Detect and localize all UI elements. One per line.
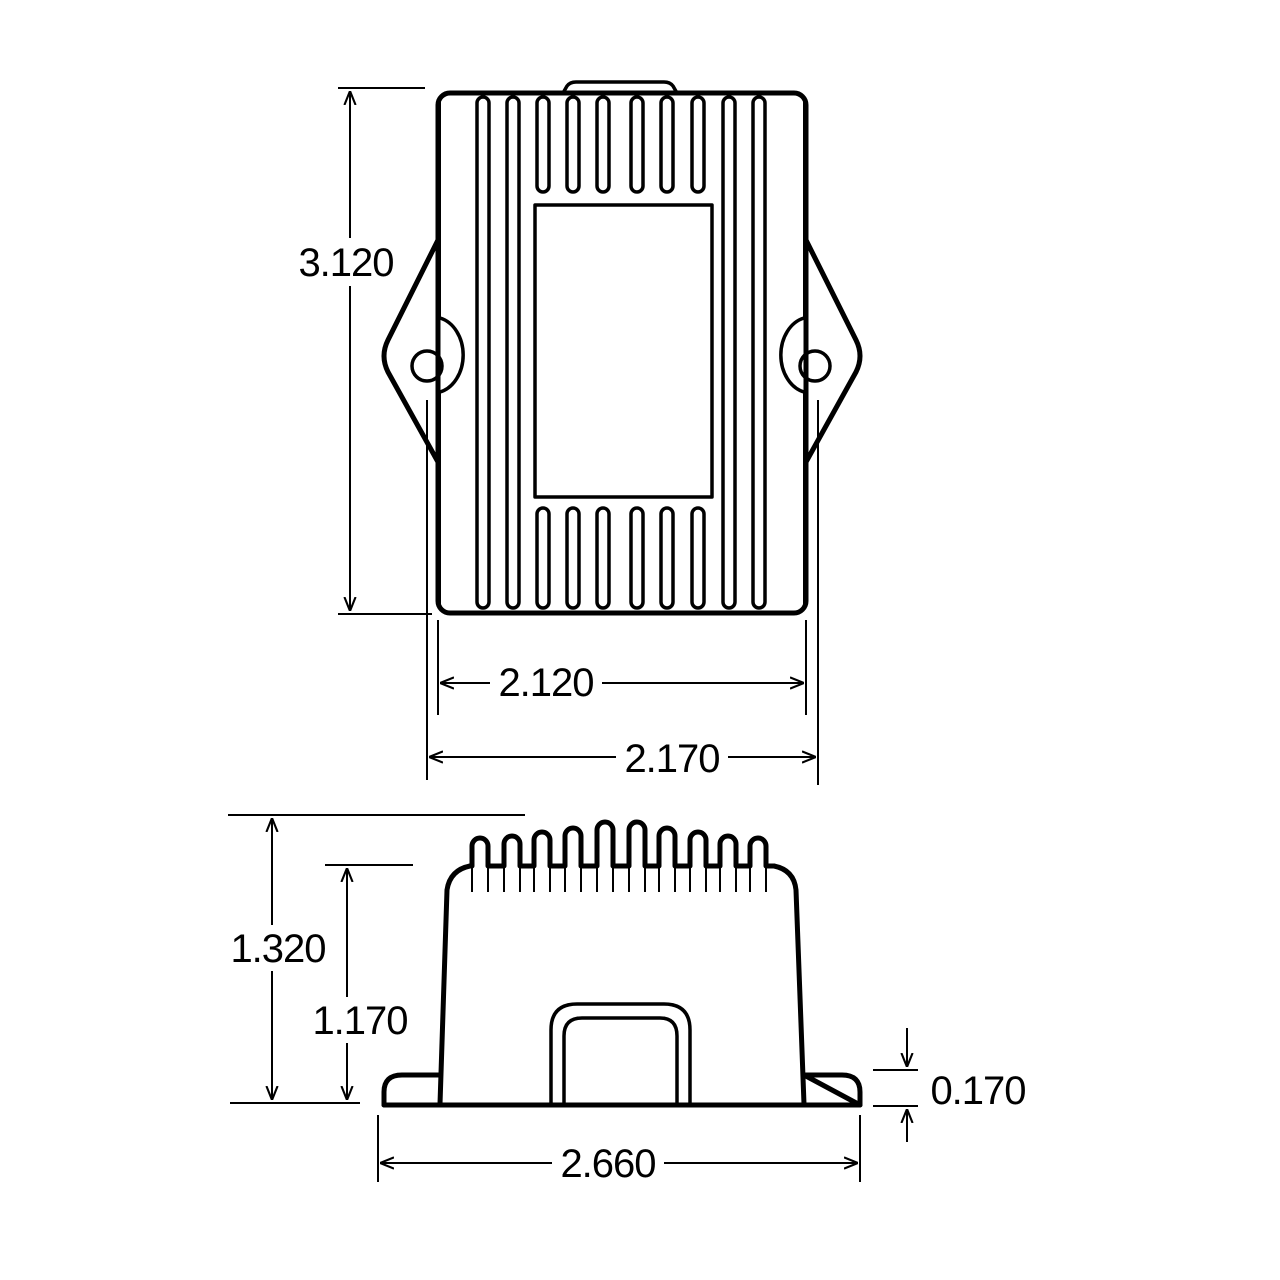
label-window <box>533 203 714 499</box>
cooling-fins <box>467 819 777 892</box>
side-view <box>381 819 863 1108</box>
top-tab <box>561 80 679 95</box>
connector-handle-outer <box>549 1002 692 1106</box>
top-view <box>381 80 863 616</box>
short-rib <box>629 95 645 194</box>
short-rib <box>690 95 706 194</box>
left-mounting-hole <box>410 349 444 383</box>
connector-handle-inner <box>562 1016 679 1106</box>
left-mounting-ear <box>381 237 441 465</box>
dim-label-overall-width: 2.170 <box>624 737 719 781</box>
rib <box>751 95 767 610</box>
rib <box>505 95 521 610</box>
top-view-dimensions: 3.120 2.120 2.170 <box>290 87 819 785</box>
short-rib <box>535 506 551 610</box>
short-rib <box>659 506 675 610</box>
dim-label-body-height: 1.170 <box>312 999 407 1043</box>
short-rib <box>595 95 611 194</box>
right-ear-boss <box>779 316 806 394</box>
dim-label-overall-height: 1.320 <box>230 927 325 971</box>
dim-label-body-width: 2.120 <box>498 661 593 705</box>
dim-label-flange-width: 2.660 <box>560 1142 655 1186</box>
dim-label-height: 3.120 <box>298 241 393 285</box>
short-rib <box>659 95 675 194</box>
right-mounting-ear <box>803 237 863 465</box>
short-rib <box>690 506 706 610</box>
dim-label-flange-thickness: 0.170 <box>930 1069 1025 1113</box>
side-view-dimensions: 1.320 1.170 0.170 2.660 <box>222 814 1027 1186</box>
short-ribs <box>535 95 706 610</box>
base-flange <box>381 1072 863 1108</box>
rib <box>475 95 491 610</box>
left-ear-boss <box>438 316 465 394</box>
right-mounting-hole <box>798 349 832 383</box>
side-body <box>437 863 807 1107</box>
short-rib <box>629 506 645 610</box>
short-rib <box>595 506 611 610</box>
rib <box>721 95 737 610</box>
short-rib <box>565 506 581 610</box>
short-rib <box>565 95 581 194</box>
fin-outline <box>467 819 777 869</box>
top-view-body <box>435 90 809 616</box>
short-rib <box>535 95 551 194</box>
